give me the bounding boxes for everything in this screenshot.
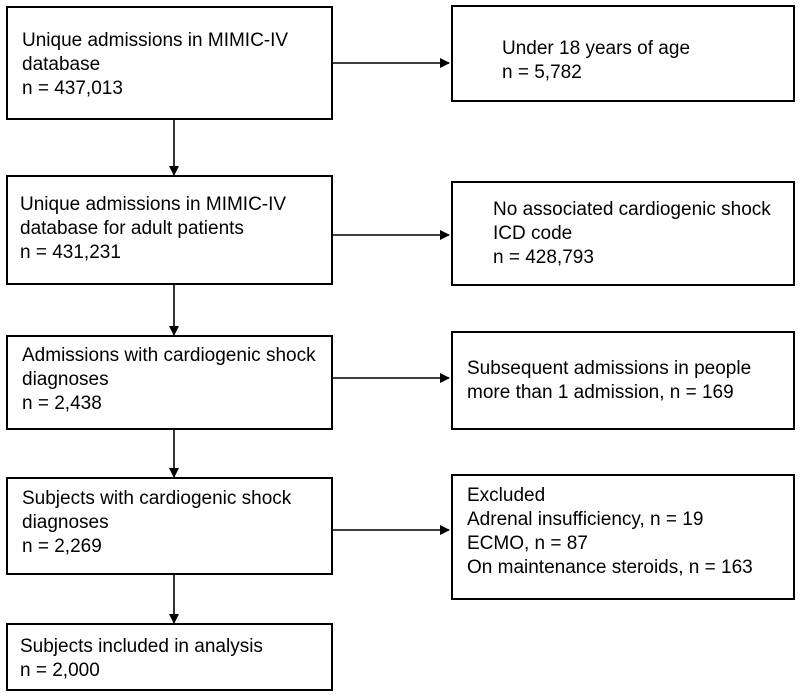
exclusion-box-subsequent-admissions: Subsequent admissions in people more tha… (451, 331, 795, 430)
box-text-line: database (22, 54, 101, 75)
exclusion-box-no-icd-code: No associated cardiogenic shock ICD code… (451, 181, 795, 286)
main-box-cardiogenic-admissions: Admissions with cardiogenic shock diagno… (6, 335, 333, 430)
box-text-line: Unique admissions in MIMIC-IV (20, 194, 287, 215)
box-text-line: Adrenal insufficiency, n = 19 (467, 509, 704, 530)
box-count: n = 2,269 (22, 536, 102, 557)
box-text-line: Subjects included in analysis (20, 636, 263, 657)
box-text-line: diagnoses (22, 512, 109, 533)
box-text-line: diagnoses (22, 369, 109, 390)
box-text-line: ICD code (493, 223, 573, 244)
box-count: n = 2,438 (22, 393, 102, 414)
main-box-included-subjects: Subjects included in analysis n = 2,000 (6, 623, 333, 691)
box-text-line: Subjects with cardiogenic shock (22, 488, 292, 509)
box-text-line: Subsequent admissions in people (467, 358, 752, 379)
box-text-line: Admissions with cardiogenic shock (22, 345, 316, 366)
box-count: n = 437,013 (22, 78, 123, 99)
exclusion-box-under-18: Under 18 years of age n = 5,782 (451, 5, 795, 102)
box-count: n = 2,000 (20, 660, 100, 681)
box-text-line: On maintenance steroids, n = 163 (467, 557, 753, 578)
box-text-line: more than 1 admission, n = 169 (467, 382, 734, 403)
box-count: n = 5,782 (502, 62, 582, 83)
box-text-line: Under 18 years of age (502, 38, 691, 59)
box-text-line: Unique admissions in MIMIC-IV (22, 30, 289, 51)
main-box-all-admissions: Unique admissions in MIMIC-IV database n… (6, 6, 333, 120)
box-text-line: database for adult patients (20, 218, 244, 239)
main-box-adult-admissions: Unique admissions in MIMIC-IV database f… (6, 175, 333, 285)
exclusion-heading: Excluded (467, 485, 546, 506)
box-text-line: ECMO, n = 87 (467, 533, 588, 554)
main-box-cardiogenic-subjects: Subjects with cardiogenic shock diagnose… (6, 477, 333, 575)
box-count: n = 431,231 (20, 242, 121, 263)
exclusion-box-excluded-criteria: Excluded Adrenal insufficiency, n = 19 E… (451, 474, 795, 600)
box-text-line: No associated cardiogenic shock (493, 199, 771, 220)
box-count: n = 428,793 (493, 247, 594, 268)
